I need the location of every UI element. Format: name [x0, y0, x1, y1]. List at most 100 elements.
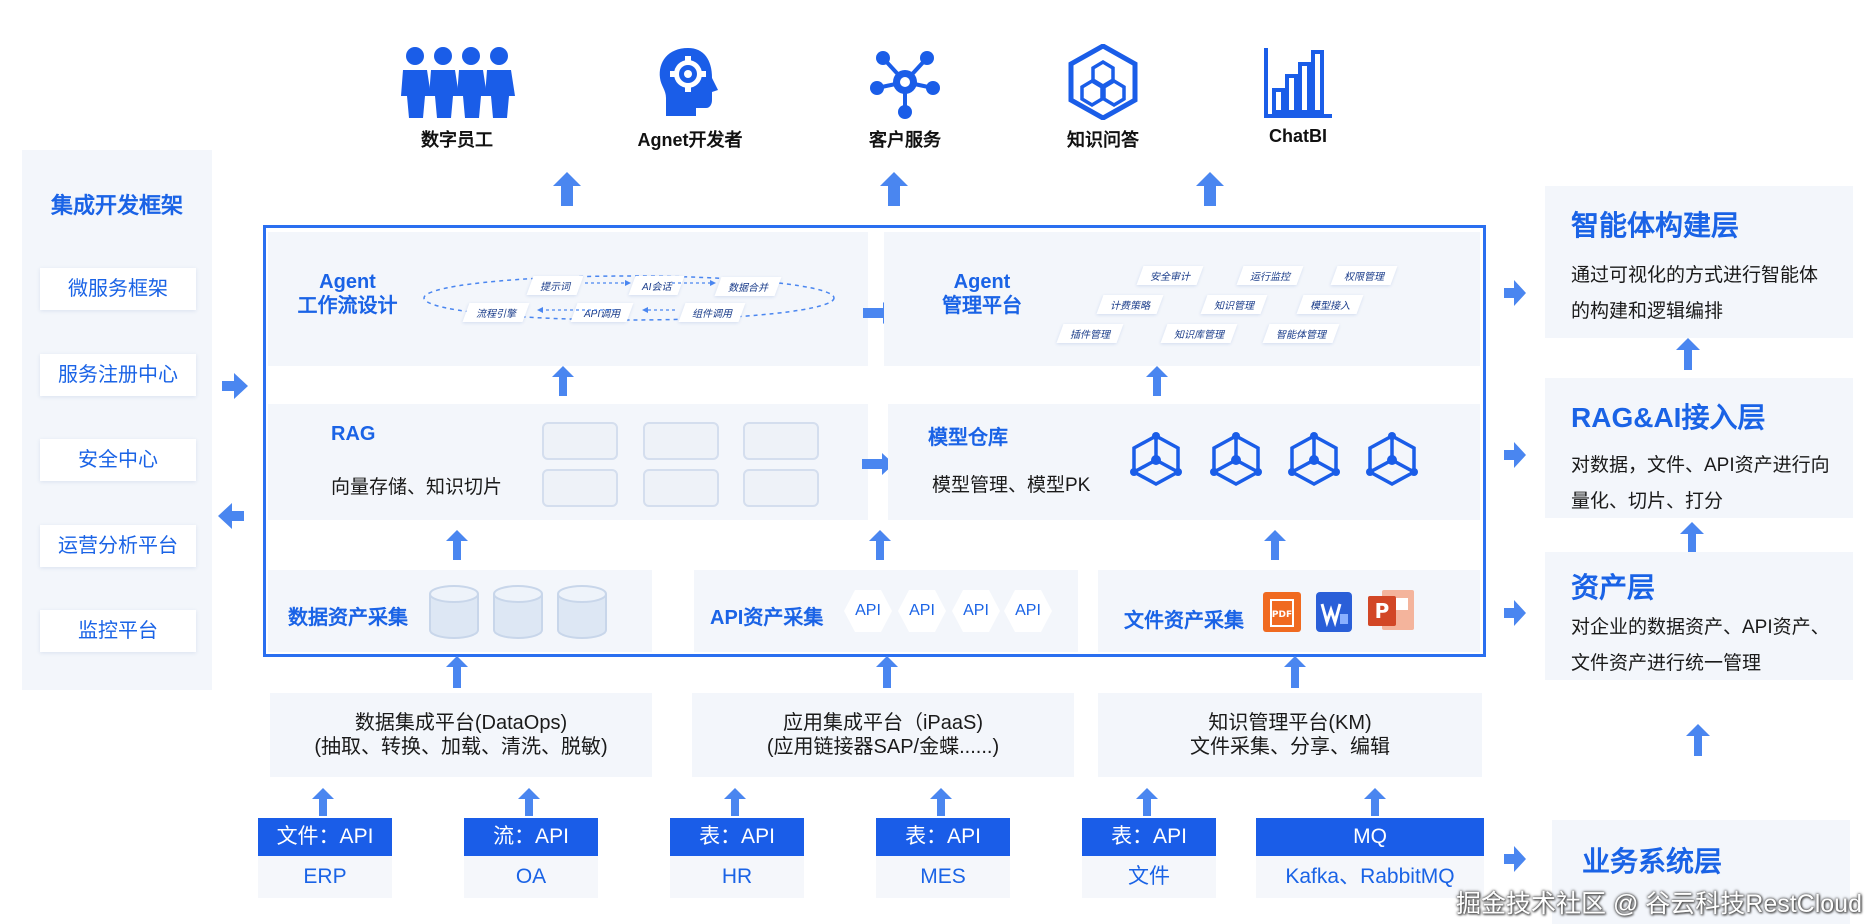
pdf-file-icon: PDF [1263, 592, 1301, 632]
top-label: ChatBI [1269, 126, 1327, 146]
left-item-security-center: 安全中心 [40, 439, 196, 481]
agent-platform-title-line2: 管理平台 [942, 295, 1022, 317]
platform-feature: 权限管理 [1330, 266, 1398, 285]
left-item-service-registry: 服务注册中心 [40, 354, 196, 396]
api-asset-title: API资产采集 [710, 607, 824, 629]
agent-workflow-title: Agent 工作流设计 [280, 270, 415, 318]
source-erp: 文件：API ERP [258, 818, 392, 898]
api-badge-label: API [855, 602, 881, 619]
top-label: Agnet开发者 [637, 130, 743, 150]
up-arrow-icon [312, 788, 334, 816]
file-asset-title: 文件资产采集 [1124, 610, 1244, 632]
up-arrow-icon [930, 788, 952, 816]
platform-line1: 知识管理平台(KM) [1208, 712, 1372, 734]
rag-title: RAG [331, 423, 376, 445]
agent-platform-title-line1: Agent [953, 271, 1011, 293]
agent-workflow-panel [268, 232, 868, 366]
layer-business: 业务系统层 [1552, 820, 1850, 924]
workflow-flow-arrows [537, 280, 716, 313]
layer-title: 业务系统层 [1582, 846, 1723, 877]
network-hub-icon [870, 51, 940, 119]
model-cube-icon [1288, 432, 1340, 486]
up-arrow-icon [1364, 788, 1386, 816]
model-cube-icon [1130, 432, 1182, 486]
vector-slot [743, 469, 819, 507]
database-icon [493, 585, 543, 639]
left-item-monitoring: 监控平台 [40, 610, 196, 652]
right-arrow-icon [1504, 442, 1526, 468]
model-cube-icon [1366, 432, 1418, 486]
source-system: HR [670, 856, 804, 898]
up-arrow-icon [1284, 656, 1306, 688]
source-hr: 表：API HR [670, 818, 804, 898]
left-item-ops-analytics: 运营分析平台 [40, 525, 196, 567]
source-oa: 流：API OA [464, 818, 598, 898]
platform-line1: 数据集成平台(DataOps) [354, 712, 568, 734]
up-arrow-icon [1136, 788, 1158, 816]
api-badge-label: API [963, 602, 989, 619]
platform-km: 知识管理平台(KM) 文件采集、分享、编辑 [1098, 693, 1482, 777]
up-arrow-icon [1686, 724, 1710, 756]
platform-ipaas: 应用集成平台（iPaaS) (应用链接器SAP/金蝶......) [692, 693, 1074, 777]
database-icon [429, 585, 479, 639]
platform-line1: 应用集成平台（iPaaS) [782, 712, 984, 734]
top-label: 数字员工 [421, 130, 493, 150]
model-repo-subtitle: 模型管理、模型PK [932, 475, 1091, 496]
up-arrow-icon [518, 788, 540, 816]
source-file: 表：API 文件 [1082, 818, 1216, 898]
top-item-digital-employee: 数字员工 [377, 44, 537, 152]
right-arrow-icon [1504, 280, 1526, 306]
platform-feature: 模型接入 [1296, 295, 1364, 314]
right-arrow-icon [222, 373, 248, 399]
up-arrow-icon [1676, 338, 1700, 370]
platform-feature: 插件管理 [1056, 324, 1124, 343]
up-arrow-icon [869, 530, 891, 560]
vector-slot [743, 422, 819, 460]
up-arrow-icon [446, 530, 468, 560]
source-interface: 表：API [1082, 818, 1216, 856]
platform-feature: 知识管理 [1200, 295, 1268, 314]
up-arrow-icon [876, 656, 898, 688]
layer-description: 对企业的数据资产、API资产、文件资产进行统一管理 [1571, 617, 1830, 674]
top-label: 知识问答 [1067, 130, 1139, 150]
source-system: Kafka、RabbitMQ [1256, 856, 1484, 898]
source-interface: 文件：API [258, 818, 392, 856]
top-item-agent-developer: Agnet开发者 [610, 44, 770, 152]
layer-description: 对数据，文件、API资产进行向量化、切片、打分 [1571, 455, 1830, 512]
platform-feature: 知识库管理 [1160, 324, 1238, 343]
ppt-file-icon: P [1368, 590, 1414, 630]
model-cube-icon [1210, 432, 1262, 486]
source-system: OA [464, 856, 598, 898]
model-repo-panel [888, 404, 1480, 520]
up-arrow-icon [1680, 522, 1704, 554]
layer-title: 资产层 [1571, 572, 1656, 603]
up-arrow-icon [724, 788, 746, 816]
top-label: 客户服务 [869, 130, 941, 150]
api-badge: API [897, 589, 947, 633]
platform-line2: (应用链接器SAP/金蝶......) [766, 736, 1000, 758]
svg-text:P: P [1375, 599, 1390, 623]
svg-text:PDF: PDF [1272, 610, 1292, 620]
source-interface: 表：API [876, 818, 1010, 856]
core-architecture-frame [263, 225, 1486, 657]
up-arrow-icon [446, 656, 468, 688]
right-arrow-icon [1504, 846, 1526, 872]
people-group-icon [401, 47, 515, 118]
source-mq: MQ Kafka、RabbitMQ [1256, 818, 1484, 898]
model-repo-title: 模型仓库 [928, 427, 1008, 449]
source-interface: 表：API [670, 818, 804, 856]
layer-title: RAG&AI接入层 [1571, 402, 1766, 433]
agent-workflow-title-line2: 工作流设计 [297, 295, 398, 317]
left-title: 集成开发框架 [50, 193, 183, 218]
vector-slot [643, 469, 719, 507]
api-badge: API [1003, 589, 1053, 633]
agent-workflow-title-line1: Agent [319, 271, 376, 293]
api-badge: API [843, 589, 893, 633]
word-file-icon [1316, 592, 1352, 632]
layer-description: 通过可视化的方式进行智能体的构建和逻辑编排 [1571, 265, 1819, 322]
bar-chart-icon [1264, 48, 1332, 118]
head-gear-icon [659, 48, 718, 116]
integration-framework-panel: 集成开发框架 微服务框架 服务注册中心 安全中心 运营分析平台 监控平台 [22, 150, 212, 690]
top-item-customer-service: 客户服务 [825, 44, 985, 152]
up-arrow-icon [1196, 172, 1224, 206]
